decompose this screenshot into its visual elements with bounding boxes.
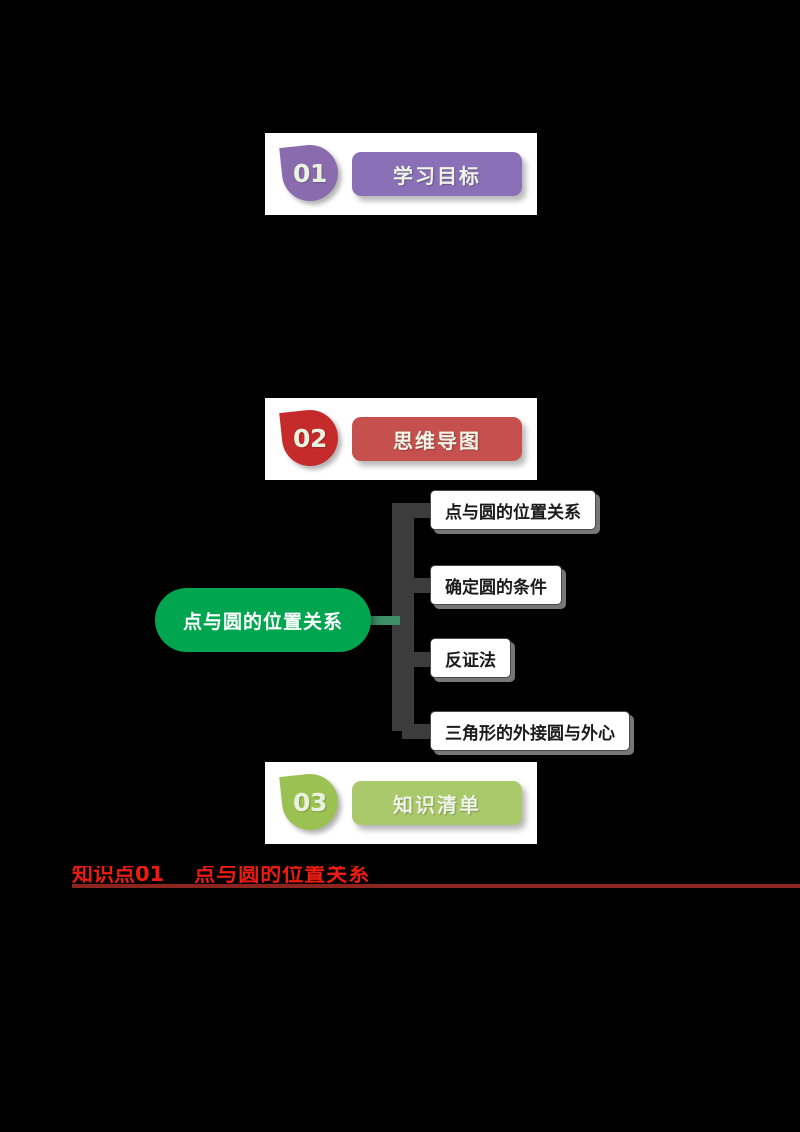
- mindmap-branch-card[interactable]: 确定圆的条件: [430, 565, 562, 605]
- mindmap-branch-card[interactable]: 三角形的外接圆与外心: [430, 711, 630, 751]
- mindmap-branch-connector: [402, 724, 436, 739]
- section-number-03: 03: [293, 787, 327, 817]
- mindmap-branch-label: 反证法: [445, 650, 496, 671]
- section-card-01: 01 学习目标: [265, 133, 537, 215]
- mindmap-branch-card[interactable]: 反证法: [430, 638, 511, 678]
- section-badge-02: 02: [279, 407, 341, 469]
- mindmap-center-label: 点与圆的位置关系: [182, 610, 343, 633]
- section-number-01: 01: [293, 158, 327, 188]
- section-number-02: 02: [293, 423, 327, 453]
- section-pill-02[interactable]: 思维导图: [352, 417, 522, 461]
- mindmap-branch-card[interactable]: 点与圆的位置关系: [430, 490, 596, 530]
- section-label-03: 知识清单: [393, 792, 481, 817]
- mindmap-center-node[interactable]: 点与圆的位置关系: [155, 588, 371, 652]
- section-badge-03: 03: [279, 771, 341, 833]
- mindmap-branch-label: 三角形的外接圆与外心: [445, 723, 615, 744]
- mindmap-branch-connector: [402, 503, 436, 518]
- mindmap-branch-connector: [402, 578, 436, 593]
- knowledge-point-tag: 知识点01: [72, 866, 165, 886]
- knowledge-point-title: 点与圆的位置关系: [194, 866, 371, 886]
- mindmap-branch-label: 确定圆的条件: [445, 577, 547, 598]
- knowledge-point-heading: 知识点01 点与圆的位置关系: [72, 866, 800, 894]
- section-card-02: 02 思维导图: [265, 398, 537, 480]
- knowledge-point-rule: [72, 884, 800, 888]
- section-label-02: 思维导图: [393, 428, 481, 453]
- section-pill-01[interactable]: 学习目标: [352, 152, 522, 196]
- mindmap-center-connector: [368, 616, 400, 625]
- mindmap-branch-connector: [402, 652, 436, 667]
- section-label-01: 学习目标: [393, 163, 481, 188]
- mindmap-branch-label: 点与圆的位置关系: [445, 502, 581, 523]
- section-card-03: 03 知识清单: [265, 762, 537, 844]
- section-pill-03[interactable]: 知识清单: [352, 781, 522, 825]
- section-badge-01: 01: [279, 142, 341, 204]
- mindmap-trunk-connector: [392, 503, 414, 731]
